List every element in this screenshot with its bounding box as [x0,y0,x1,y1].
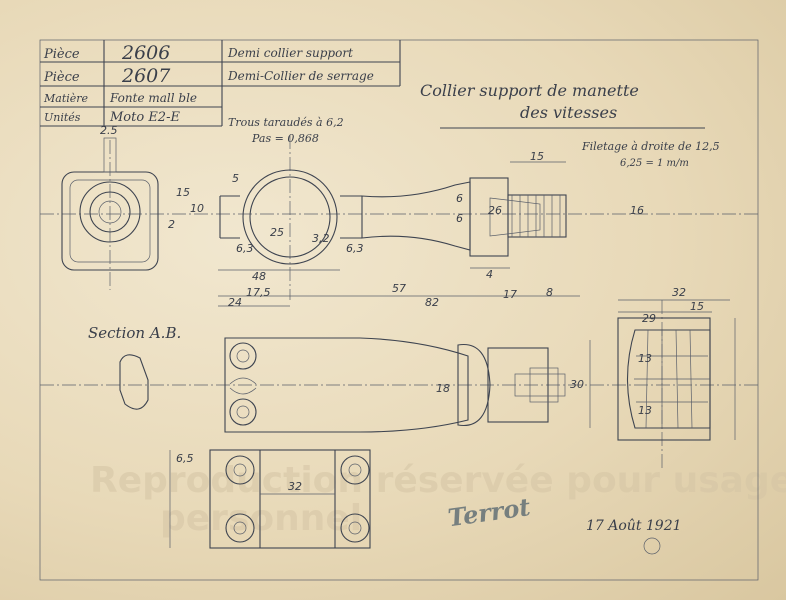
watermark-line1: Reproduction réservée pour usage [90,460,786,501]
watermark-line2: personnel [160,498,362,539]
dim-13-b: 13 [638,404,652,417]
title-row2-number: 2607 [121,65,171,87]
title-row2-label: Pièce [43,70,80,85]
title-row3-label: Matière [43,92,89,105]
dim-15-a: 15 [176,186,190,199]
dim-8: 8 [546,286,553,299]
dim-10: 10 [190,202,204,215]
title-row4-value: Moto E2-E [109,110,180,125]
dim-26: 26 [488,204,502,217]
dim-6-b: 6 [456,212,463,225]
title-block: Pièce 2606 Demi collier support Pièce 26… [40,40,401,127]
note-thread-line2: 6,25 = 1 m/m [620,158,689,169]
dim-6-3-b: 6,3 [346,242,364,255]
collar-plan-view [224,337,566,433]
dim-18: 18 [436,382,450,395]
section-sketch [119,354,149,410]
dim-2-5: 2.5 [100,124,118,137]
end-view [61,137,159,271]
drawing-title-line2: des vitesses [520,103,617,122]
dim-13-a: 13 [638,352,652,365]
title-row1-label: Pièce [43,47,80,62]
dim-4: 4 [486,268,493,281]
drawing-date: 17 Août 1921 [586,518,682,534]
dim-24: 24 [228,296,242,309]
note-pitch: Pas = 0,868 [251,132,319,145]
dim-32: 32 [672,286,686,299]
dim-2: 2 [168,218,175,231]
dim-17-5: 17,5 [246,286,271,299]
section-label: Section A.B. [88,324,181,342]
note-holes: Trous taraudés à 6,2 [228,116,344,129]
dim-3-2: 3,2 [312,232,330,245]
dim-29: 29 [642,312,656,325]
collar-front-view [219,169,567,265]
dim-6-3-a: 6,3 [236,242,254,255]
dimension-lines [169,161,736,548]
dim-25: 25 [270,226,284,239]
dim-15-b: 15 [530,150,544,163]
title-row4-label: Unités [44,111,81,124]
drawing-title-line1: Collier support de manette [420,81,639,100]
dim-6-a: 6 [456,192,463,205]
dim-17: 17 [503,288,517,301]
dimension-labels: 2.5 15 10 2 5 6,3 6,3 25 3,2 48 17,5 24 … [100,124,704,493]
dim-15-c: 15 [690,300,704,313]
dim-82: 82 [425,296,439,309]
title-row1-number: 2606 [121,42,170,64]
dim-57: 57 [392,282,406,295]
dim-6-5: 6,5 [176,452,194,465]
dim-48: 48 [252,270,266,283]
center-lines [40,135,758,470]
title-row1-description: Demi collier support [227,46,353,60]
dim-30: 30 [570,378,584,391]
dim-16: 16 [630,204,644,217]
initials-mark [643,537,661,555]
knurled-end-view [617,317,711,441]
dim-5: 5 [232,172,239,185]
sheet-border [39,39,759,581]
half-collar-view [209,449,371,549]
note-thread-line1: Filetage à droite de 12,5 [581,140,720,153]
title-row3-value: Fonte mall ble [109,91,197,105]
dim-32-b: 32 [288,480,302,493]
title-row2-description: Demi-Collier de serrage [227,69,374,83]
